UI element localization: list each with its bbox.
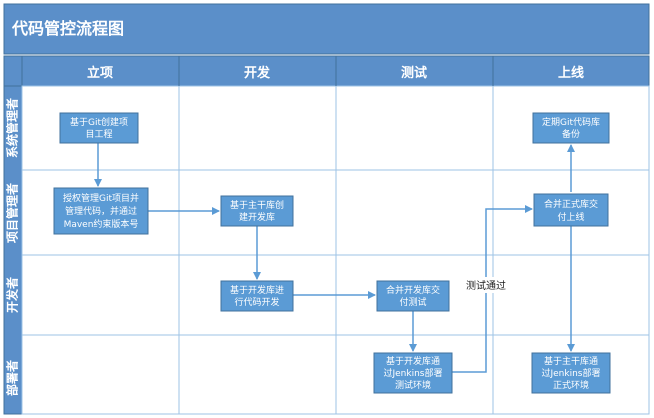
box-text-line: 过Jenkins部署 [383, 367, 442, 379]
header-dividers [178, 56, 494, 86]
box-text-line: 备份 [562, 128, 580, 140]
box-text-line: Maven约束版本号 [64, 218, 139, 230]
column-header-initiation: 立项 [87, 65, 113, 81]
column-header-testing: 测试 [401, 65, 427, 81]
box-text-line: 行代码开发 [234, 296, 279, 308]
process-box-create-dev-repo: 基于主干库创 建开发库 [220, 195, 294, 227]
test-passed-label: 测试通过 [466, 279, 506, 292]
box-text-line: 授权管理Git项目并 [63, 192, 139, 204]
column-header-release: 上线 [558, 65, 584, 81]
test-passed-label-bg [459, 277, 513, 293]
row-header-developer: 开发者 [5, 277, 20, 313]
process-box-develop-code: 基于开发库进 行代码开发 [220, 280, 294, 312]
box-text-line: 基于主干库通 [544, 355, 598, 367]
row-header-sysadmin: 系统管理者 [5, 98, 20, 158]
column-header-development: 开发 [244, 65, 271, 81]
box-text-line: 测试环境 [395, 379, 431, 391]
corner-cell [3, 55, 23, 87]
box-text-line: 基于Git创建项 [70, 116, 128, 128]
process-box-authorize-git: 授权管理Git项目并 管理代码，并通过 Maven约束版本号 [53, 187, 149, 235]
connectors [94, 143, 575, 373]
box-text-line: 付测试 [399, 296, 426, 308]
process-box-merge-release: 合并正式库交 付上线 [533, 193, 609, 227]
box-text-line: 目工程 [85, 129, 112, 140]
box-text-line: 基于主干库创 [230, 199, 284, 211]
box-text-line: 基于开发库通 [386, 355, 440, 367]
column-header-band [3, 55, 650, 87]
process-box-create-project: 基于Git创建项 目工程 [59, 112, 139, 144]
box-text-line: 合并开发库交 [386, 284, 440, 296]
box-text-line: 正式环境 [553, 379, 589, 391]
row-header-deployer: 部署者 [5, 360, 20, 396]
box-text-line: 合并正式库交 [544, 198, 598, 210]
process-box-deploy-prod-env: 基于主干库通 过Jenkins部署 正式环境 [531, 352, 611, 394]
process-box-deploy-test-env: 基于开发库通 过Jenkins部署 测试环境 [373, 352, 453, 394]
box-text-line: 定期Git代码库 [542, 116, 600, 128]
box-text-line: 付上线 [557, 211, 584, 223]
title-bar [3, 3, 650, 55]
process-box-backup-repo: 定期Git代码库 备份 [532, 112, 610, 144]
row-header-project-manager: 项目管理者 [5, 183, 20, 243]
box-text-line: 建开发库 [239, 211, 275, 223]
diagram-title: 代码管控流程图 [11, 19, 124, 38]
box-text-line: 过Jenkins部署 [541, 367, 600, 379]
process-box-merge-dev-test: 合并开发库交 付测试 [376, 280, 450, 312]
box-text-line: 管理代码，并通过 [65, 205, 137, 217]
box-text-line: 基于开发库进 [230, 284, 284, 296]
